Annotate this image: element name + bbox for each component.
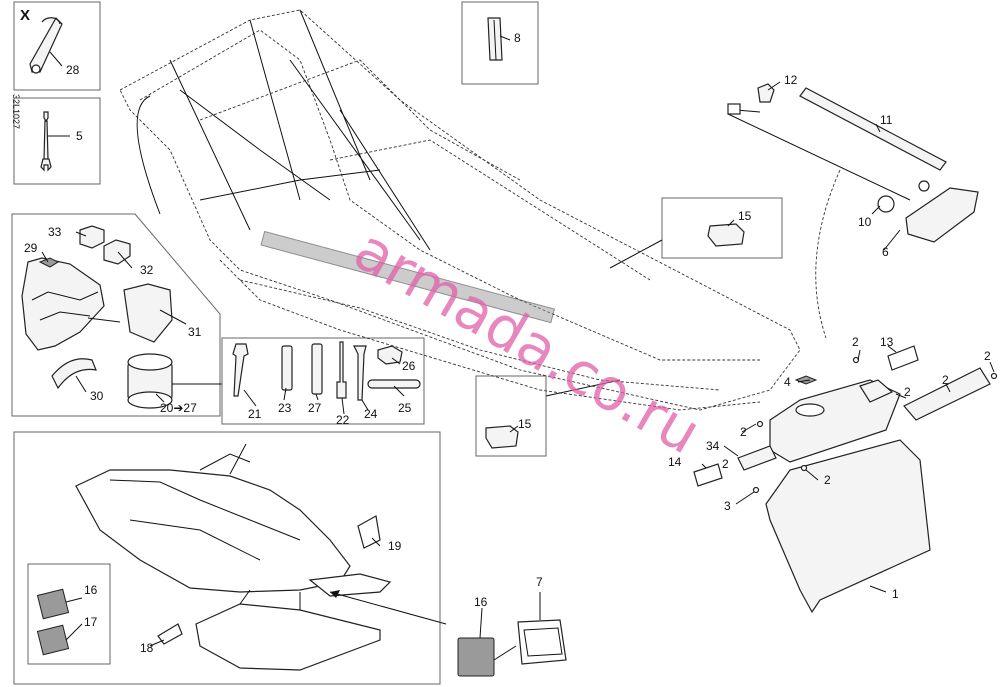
decal-kit xyxy=(329,590,567,677)
callout-26: 26 xyxy=(402,359,416,373)
decal-13-part xyxy=(887,345,919,371)
decal-sheet-16-part xyxy=(457,637,495,677)
decal-16-part xyxy=(36,588,70,620)
box-decals xyxy=(13,431,441,685)
pad-32-part xyxy=(103,239,131,265)
callout-24: 24 xyxy=(364,407,378,421)
snowflap-1-part xyxy=(765,439,931,614)
callout-16: 16 xyxy=(474,595,488,609)
box-storage xyxy=(11,213,222,417)
pad-33-part xyxy=(79,225,105,249)
callout-2-g: 2 xyxy=(824,473,831,487)
callout-15-upper: 15 xyxy=(738,209,752,223)
cover-31-part xyxy=(123,283,173,343)
decal-14-part xyxy=(693,463,723,487)
callout-31: 31 xyxy=(188,325,202,339)
decal-17-part xyxy=(36,624,70,656)
box-fastener-8 xyxy=(461,1,539,85)
fuse-27-part xyxy=(311,343,323,395)
fuse-23-part xyxy=(281,345,293,391)
callout-23: 23 xyxy=(278,401,292,415)
wrench-24-part xyxy=(353,345,367,401)
open-wrench-part xyxy=(40,111,52,172)
callout-14: 14 xyxy=(668,455,682,469)
strip-11-part xyxy=(799,87,947,171)
callout-19: 19 xyxy=(388,539,402,553)
snowmobile-part xyxy=(75,443,392,671)
wrench-21-part xyxy=(232,343,249,397)
callout-6: 6 xyxy=(882,245,889,259)
snowflap-assembly xyxy=(693,345,998,614)
cap-15-upper-part xyxy=(707,223,745,247)
callout-12: 12 xyxy=(784,73,798,87)
callout-2-f: 2 xyxy=(722,457,729,471)
callout-10: 10 xyxy=(858,215,872,229)
drawing-code: 32L1027 xyxy=(11,94,21,129)
callout-28: 28 xyxy=(66,63,80,77)
can-part xyxy=(127,353,173,409)
callout-16-inset: 16 xyxy=(84,583,98,597)
callout-21: 21 xyxy=(248,407,262,421)
box-tools-top: X xyxy=(13,1,101,91)
grommet-10-part xyxy=(877,195,895,213)
callout-2-a: 2 xyxy=(852,335,859,349)
callout-8: 8 xyxy=(514,31,521,45)
box-cap-15-lower xyxy=(475,375,547,457)
chassis-frame-part xyxy=(119,9,801,411)
callout-29: 29 xyxy=(24,241,38,255)
callout-5: 5 xyxy=(76,129,83,143)
storage-compartment-part xyxy=(21,257,105,351)
taillight-6-part xyxy=(905,187,979,243)
taillight-assembly xyxy=(727,83,979,339)
callout-20-27: 20➔27 xyxy=(160,401,197,415)
bracket-strip-2-part xyxy=(903,367,991,421)
screwdriver-22-part xyxy=(336,341,347,399)
callout-17: 17 xyxy=(84,615,98,629)
callout-30: 30 xyxy=(90,389,104,403)
clip-26-part xyxy=(377,345,403,365)
callout-18: 18 xyxy=(140,641,154,655)
callout-labels: 28 5 33 29 32 31 30 20➔27 21 23 27 22 24… xyxy=(24,31,991,655)
callout-32: 32 xyxy=(140,263,154,277)
box-wrench xyxy=(13,97,101,185)
callout-25: 25 xyxy=(398,401,412,415)
case-7-part xyxy=(517,619,567,665)
strap-30-part xyxy=(51,358,97,390)
callout-22: 22 xyxy=(336,413,350,427)
box-cap-15-upper xyxy=(661,197,783,259)
callout-2-b: 2 xyxy=(904,385,911,399)
callout-2-d: 2 xyxy=(984,349,991,363)
connector-part xyxy=(727,103,741,115)
callout-3: 3 xyxy=(724,499,731,513)
badge-4-part xyxy=(794,375,818,385)
callout-4: 4 xyxy=(784,375,791,389)
callout-13: 13 xyxy=(880,335,894,349)
section-marker: X xyxy=(20,7,30,24)
callout-7: 7 xyxy=(536,575,543,589)
callout-2-c: 2 xyxy=(942,373,949,387)
callout-11: 11 xyxy=(880,113,893,127)
bracket-34-part xyxy=(737,445,777,471)
strap-25-part xyxy=(367,379,421,389)
callout-34: 34 xyxy=(706,439,720,453)
callout-1: 1 xyxy=(892,587,899,601)
spanner-wrench-part xyxy=(29,17,63,73)
callout-2-e: 2 xyxy=(740,425,747,439)
callout-15-lower: 15 xyxy=(518,417,532,431)
callout-33: 33 xyxy=(48,225,62,239)
callout-27: 27 xyxy=(308,401,322,415)
box-tool-kit xyxy=(221,337,425,425)
clip-12-part xyxy=(757,83,775,103)
leader-lines xyxy=(41,35,995,647)
